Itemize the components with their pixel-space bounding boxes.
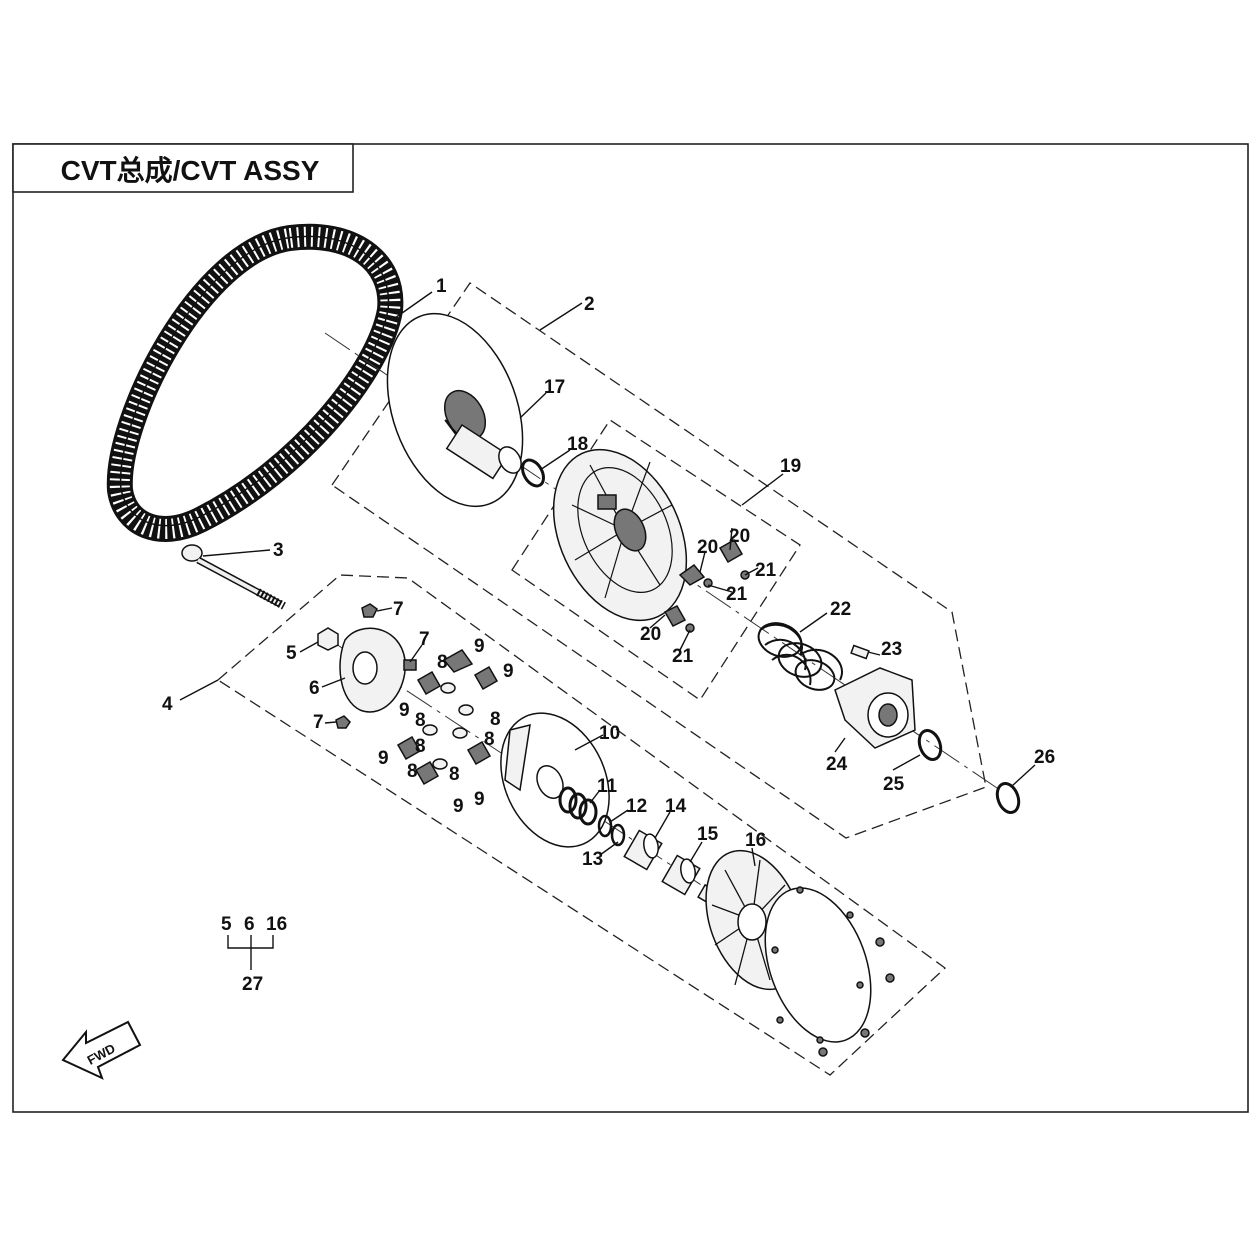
- callout-21b: 21: [726, 584, 748, 605]
- callout-1: 1: [436, 276, 447, 297]
- screw-7c: [335, 715, 351, 729]
- kit-legend: 5 6 16 27: [221, 914, 287, 995]
- callout-15: 15: [697, 824, 719, 845]
- movable-sheave: [552, 448, 688, 622]
- kit-number-27: 27: [242, 974, 263, 995]
- ring-26: [995, 781, 1021, 815]
- callout-20a: 20: [729, 526, 750, 547]
- callout-7b: 7: [419, 629, 430, 650]
- callout-14: 14: [665, 796, 687, 817]
- callout-8a: 8: [437, 652, 448, 673]
- ring-12: [597, 814, 613, 838]
- callout-21a: 21: [755, 560, 777, 581]
- callout-9e: 9: [453, 796, 464, 817]
- diagram-frame: [12, 143, 1249, 1113]
- callout-8d: 8: [484, 729, 495, 750]
- bushing-7b: [403, 659, 417, 671]
- driven-fixed-sheave: [386, 312, 524, 508]
- callout-20b: 20: [697, 537, 718, 558]
- callout-7c: 7: [313, 712, 324, 733]
- callout-4: 4: [162, 694, 173, 715]
- callout-8e: 8: [415, 736, 426, 757]
- callout-12: 12: [626, 796, 647, 817]
- spring: [757, 622, 843, 691]
- bushing-14: [623, 829, 663, 871]
- callout-17: 17: [544, 377, 565, 398]
- title-box: [12, 143, 354, 193]
- callout-9f: 9: [474, 789, 485, 810]
- callout-21c: 21: [672, 646, 694, 667]
- callout-11: 11: [597, 776, 618, 797]
- callout-23: 23: [881, 639, 902, 660]
- callout-8b: 8: [490, 709, 501, 730]
- callout-2: 2: [584, 294, 595, 315]
- nut-5: [317, 627, 339, 651]
- ring-18: [521, 458, 545, 488]
- callout-5: 5: [286, 643, 297, 664]
- callout-6: 6: [309, 678, 320, 699]
- screw-7a: [361, 603, 378, 618]
- callout-8f: 8: [407, 761, 418, 782]
- callout-9c: 9: [399, 700, 410, 721]
- callout-labels: 1 2 3 4 5 6 7 7 7 8 8 8 8 8 8 8 9 9 9 9 …: [162, 276, 1055, 870]
- callout-16: 16: [745, 830, 766, 851]
- callout-9b: 9: [503, 661, 514, 682]
- kit-member-5: 5: [221, 914, 232, 935]
- cam-housing: [834, 667, 916, 749]
- callout-20c: 20: [640, 624, 661, 645]
- callout-19: 19: [780, 456, 801, 477]
- callout-9d: 9: [378, 748, 389, 769]
- callout-10: 10: [599, 723, 620, 744]
- cover-plate: [764, 886, 872, 1044]
- bushing-15: [661, 854, 701, 896]
- callout-26: 26: [1034, 747, 1055, 768]
- leader-lines: [179, 291, 1036, 867]
- callout-8g: 8: [449, 764, 460, 785]
- callout-25: 25: [883, 774, 905, 795]
- fwd-arrow-icon: FWD: [61, 1020, 142, 1080]
- callout-9a: 9: [474, 636, 485, 657]
- page-title: CVT总成/CVT ASSY: [61, 155, 320, 186]
- center-bolt: [181, 544, 286, 610]
- pin-23: [850, 644, 870, 660]
- drive-belt: [106, 223, 404, 542]
- callout-24: 24: [826, 754, 848, 775]
- callout-13: 13: [582, 849, 603, 870]
- callout-3: 3: [273, 540, 284, 561]
- callout-18: 18: [567, 434, 588, 455]
- ring-13: [610, 823, 626, 847]
- ring-25: [917, 728, 943, 762]
- ramp-plate: [339, 627, 406, 713]
- kit-member-6: 6: [244, 914, 255, 935]
- roller-weights: [396, 649, 499, 786]
- callout-8c: 8: [415, 710, 426, 731]
- slider-assemblies: [663, 538, 750, 633]
- callout-7a: 7: [393, 599, 404, 620]
- callout-22: 22: [830, 599, 851, 620]
- kit-member-16: 16: [266, 914, 287, 935]
- group-4-outline: [216, 574, 947, 1076]
- cover-screws: [818, 937, 895, 1057]
- spring-11: [558, 786, 598, 826]
